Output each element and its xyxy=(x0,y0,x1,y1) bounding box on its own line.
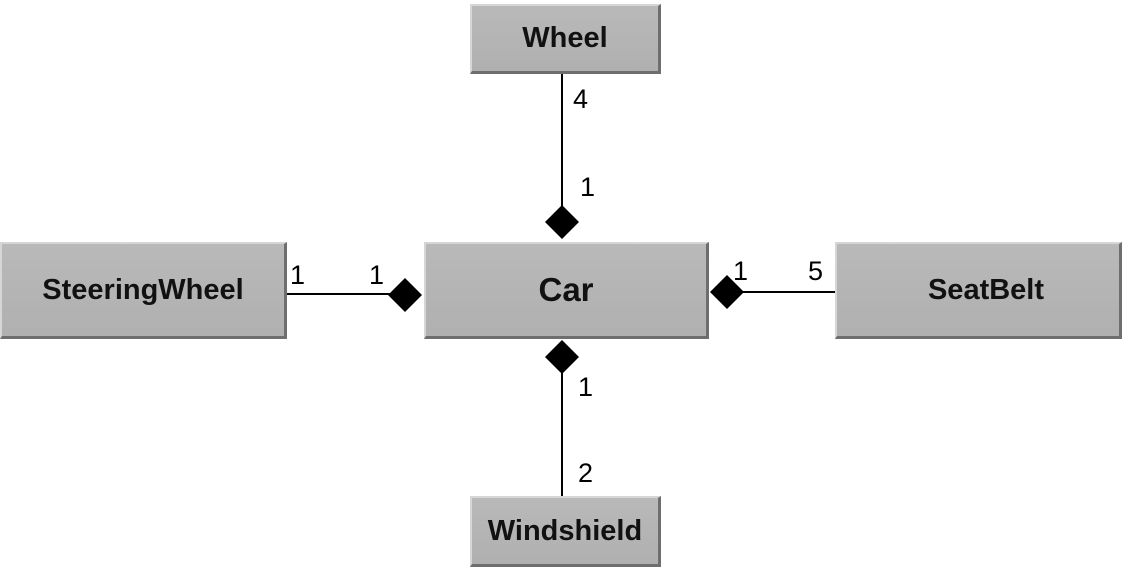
class-windshield: Windshield xyxy=(470,496,661,567)
multiplicity-wheel-part: 4 xyxy=(573,84,589,114)
multiplicity-steering-whole: 1 xyxy=(369,260,385,290)
class-windshield-label: Windshield xyxy=(487,514,643,547)
class-wheel-label: Wheel xyxy=(522,22,608,54)
multiplicity-seatbelt-whole: 1 xyxy=(733,256,749,286)
class-steering-wheel-label: SteeringWheel xyxy=(42,273,244,306)
multiplicity-steering-part: 1 xyxy=(290,260,306,290)
class-car: Car xyxy=(424,242,709,339)
composition-diamond-wheel xyxy=(545,205,579,239)
class-car-label: Car xyxy=(538,271,594,308)
composition-diamond-steering xyxy=(388,278,422,312)
class-steering-wheel: SteeringWheel xyxy=(0,242,287,339)
composition-diamond-seatbelt xyxy=(710,275,744,309)
class-wheel: Wheel xyxy=(470,4,661,74)
multiplicity-windshield-part: 2 xyxy=(578,458,594,488)
multiplicity-windshield-whole: 1 xyxy=(578,372,594,402)
composition-diamond-windshield xyxy=(545,340,579,374)
class-seat-belt-label: SeatBelt xyxy=(927,273,1045,306)
multiplicity-wheel-whole: 1 xyxy=(580,172,596,202)
multiplicity-seatbelt-part: 5 xyxy=(808,256,824,286)
class-seat-belt: SeatBelt xyxy=(835,242,1122,339)
